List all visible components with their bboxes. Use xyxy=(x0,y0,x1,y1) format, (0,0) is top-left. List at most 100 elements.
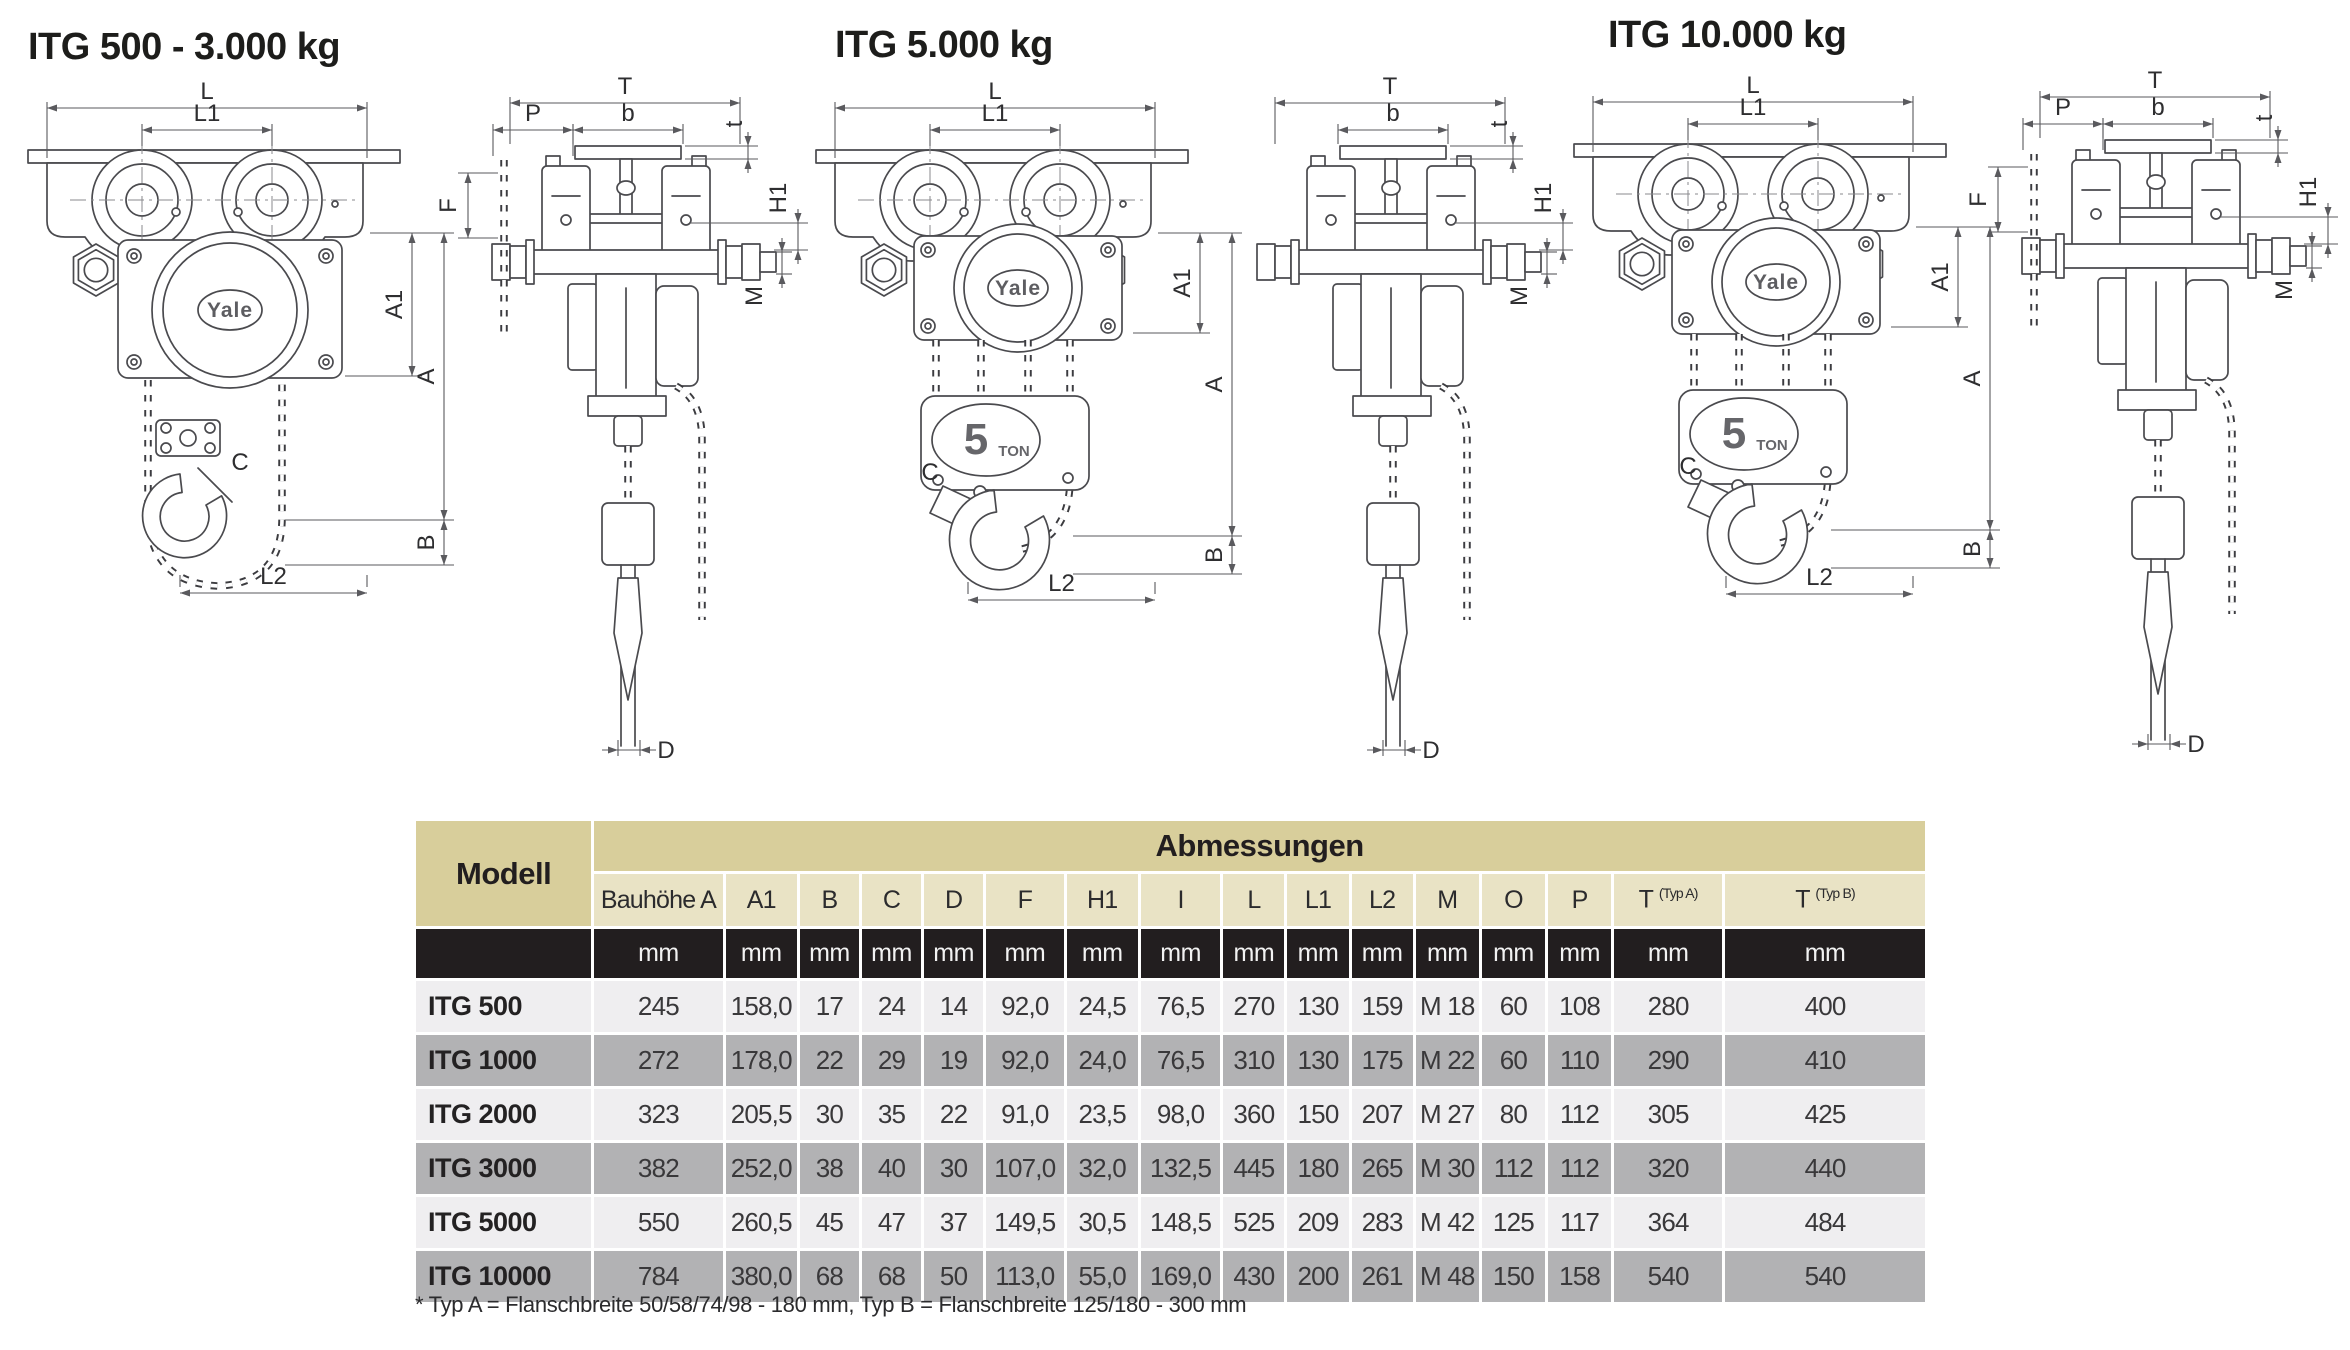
unit-cell: mm xyxy=(799,929,859,978)
value-cell: 29 xyxy=(861,1035,922,1086)
col-header-label: F xyxy=(1017,885,1033,914)
unit-cell: mm xyxy=(1351,929,1413,978)
model-cell: ITG 3000 xyxy=(416,1143,592,1194)
value-cell: 24 xyxy=(861,981,922,1032)
dim-label-b: b xyxy=(1386,100,1399,127)
col-header-h1: H1 xyxy=(1066,874,1138,926)
value-cell: 30,5 xyxy=(1066,1197,1138,1248)
unit-cell: mm xyxy=(1481,929,1545,978)
value-cell: 60 xyxy=(1481,1035,1545,1086)
value-cell: 245 xyxy=(594,981,723,1032)
value-cell: 92,0 xyxy=(986,981,1064,1032)
dim-label-m: M xyxy=(741,286,768,306)
value-cell: 30 xyxy=(799,1089,859,1140)
value-cell: 484 xyxy=(1725,1197,1925,1248)
col-header-b: B xyxy=(799,874,859,926)
value-cell: 60 xyxy=(1481,981,1545,1032)
dim-label-f: F xyxy=(1965,192,1992,207)
col-header-model: Modell xyxy=(416,821,592,926)
dim-label-t-small: t xyxy=(2251,114,2278,121)
value-cell: 158 xyxy=(1548,1251,1612,1302)
value-cell: 525 xyxy=(1223,1197,1285,1248)
col-header-label: B xyxy=(821,885,838,914)
col-header-label: T xyxy=(1638,885,1654,914)
value-cell: 35 xyxy=(861,1089,922,1140)
value-cell: 261 xyxy=(1351,1251,1413,1302)
value-cell: 55,0 xyxy=(1066,1251,1138,1302)
col-header-label: Bauhöhe A xyxy=(600,885,717,914)
dim-label-b-front: B xyxy=(413,534,440,550)
col-header-a1: A1 xyxy=(725,874,797,926)
value-cell: 178,0 xyxy=(725,1035,797,1086)
unit-cell: mm xyxy=(1140,929,1221,978)
value-cell: M 30 xyxy=(1415,1143,1479,1194)
value-cell: M 18 xyxy=(1415,981,1479,1032)
unit-cell: mm xyxy=(1614,929,1723,978)
col-header-d: D xyxy=(924,874,984,926)
value-cell: 209 xyxy=(1287,1197,1349,1248)
dim-label-c: C xyxy=(921,459,938,486)
table-header-dimensions: Abmessungen xyxy=(594,821,1925,871)
yale-logo-text: Yale xyxy=(1753,271,1799,294)
unit-cell: mm xyxy=(725,929,797,978)
dim-label-l: L xyxy=(988,78,1001,105)
unit-cell: mm xyxy=(1066,929,1138,978)
col-header-label: T xyxy=(1795,885,1810,914)
model-cell: ITG 500 xyxy=(416,981,592,1032)
value-cell: 110 xyxy=(1548,1035,1612,1086)
value-cell: 50 xyxy=(924,1251,984,1302)
dim-label-l1: L1 xyxy=(194,100,221,127)
value-cell: 14 xyxy=(924,981,984,1032)
value-cell: 80 xyxy=(1481,1089,1545,1140)
unit-cell: mm xyxy=(594,929,723,978)
dim-label-d: D xyxy=(1422,737,1439,764)
col-header-label: L2 xyxy=(1369,885,1396,914)
value-cell: 112 xyxy=(1481,1143,1545,1194)
value-cell: 425 xyxy=(1725,1089,1925,1140)
col-header-l1: L1 xyxy=(1287,874,1349,926)
unit-cell: mm xyxy=(1548,929,1612,978)
col-header-t-typ-b: T (Typ B) xyxy=(1725,874,1925,926)
value-cell: 540 xyxy=(1725,1251,1925,1302)
col-header-label: L xyxy=(1247,885,1261,914)
value-cell: 265 xyxy=(1351,1143,1413,1194)
dim-label-l: L xyxy=(200,78,213,105)
dim-label-l1: L1 xyxy=(1740,94,1767,121)
value-cell: 200 xyxy=(1287,1251,1349,1302)
dim-label-a1: A1 xyxy=(381,290,408,319)
value-cell: 40 xyxy=(861,1143,922,1194)
value-cell: 323 xyxy=(594,1089,723,1140)
value-cell: 440 xyxy=(1725,1143,1925,1194)
col-header-c: C xyxy=(861,874,922,926)
value-cell: 108 xyxy=(1548,981,1612,1032)
value-cell: 272 xyxy=(594,1035,723,1086)
value-cell: 445 xyxy=(1223,1143,1285,1194)
value-cell: 22 xyxy=(799,1035,859,1086)
value-cell: 207 xyxy=(1351,1089,1413,1140)
value-cell: 305 xyxy=(1614,1089,1723,1140)
dim-label-t-small: t xyxy=(721,120,748,127)
col-header-l2: L2 xyxy=(1351,874,1413,926)
drawing-title-itg500: ITG 500 - 3.000 kg xyxy=(28,26,341,68)
col-header-t-typ-a: T (Typ A) xyxy=(1614,874,1723,926)
value-cell: 360 xyxy=(1223,1089,1285,1140)
value-cell: 550 xyxy=(594,1197,723,1248)
value-cell: 24,0 xyxy=(1066,1035,1138,1086)
value-cell: 180 xyxy=(1287,1143,1349,1194)
value-cell: 175 xyxy=(1351,1035,1413,1086)
unit-cell: mm xyxy=(1223,929,1285,978)
value-cell: 148,5 xyxy=(1140,1197,1221,1248)
unit-cell: mm xyxy=(861,929,922,978)
value-cell: 125 xyxy=(1481,1197,1545,1248)
unit-cell: mm xyxy=(1725,929,1925,978)
value-cell: 149,5 xyxy=(986,1197,1064,1248)
unit-cell: mm xyxy=(1415,929,1479,978)
unit-cell: mm xyxy=(924,929,984,978)
dim-label-l2: L2 xyxy=(1048,570,1075,597)
